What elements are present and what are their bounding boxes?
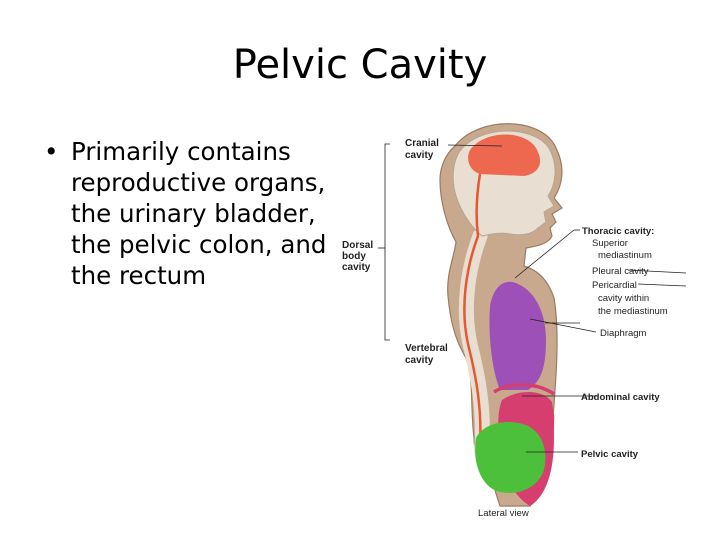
- label-superior-1: Superior: [592, 238, 628, 249]
- label-pleural: Pleural cavity: [592, 266, 649, 277]
- bullet-marker: •: [44, 137, 59, 166]
- pelvic-cavity: [475, 422, 546, 494]
- leader-lines: [378, 143, 687, 453]
- label-pericardial-3: the mediastinum: [598, 306, 668, 317]
- label-thoracic: Thoracic cavity:: [582, 226, 654, 237]
- label-diaphragm: Diaphragm: [600, 328, 647, 339]
- label-vertebral-2: cavity: [405, 355, 434, 366]
- label-pericardial-1: Pericardial: [592, 280, 637, 291]
- label-pelvic: Pelvic cavity: [581, 449, 639, 460]
- label-dorsal-2: body: [342, 251, 366, 262]
- bullet-text: Primarily contains reproductive organs, …: [71, 137, 327, 290]
- cranial-cavity: [468, 134, 541, 176]
- label-cranial-1: Cranial: [405, 138, 439, 149]
- label-dorsal-3: cavity: [342, 262, 371, 273]
- body-cavities-figure: Cranial cavity Dorsal body cavity Verteb…: [342, 123, 687, 519]
- label-superior-2: mediastinum: [598, 250, 652, 261]
- label-abdominal: Abdominal cavity: [581, 392, 660, 403]
- thoracic-cavity: [489, 281, 546, 390]
- label-lateral-view: Lateral view: [478, 508, 529, 519]
- label-cranial-2: cavity: [405, 150, 434, 161]
- spinal-cord: [463, 173, 482, 445]
- label-pericardial-2: cavity within: [598, 293, 649, 304]
- label-dorsal-1: Dorsal: [342, 240, 373, 251]
- bullet-item: • Primarily contains reproductive organs…: [44, 136, 344, 291]
- label-vertebral-1: Vertebral: [405, 343, 448, 354]
- diaphragm: [493, 383, 555, 396]
- slide-title: Pelvic Cavity: [232, 42, 488, 88]
